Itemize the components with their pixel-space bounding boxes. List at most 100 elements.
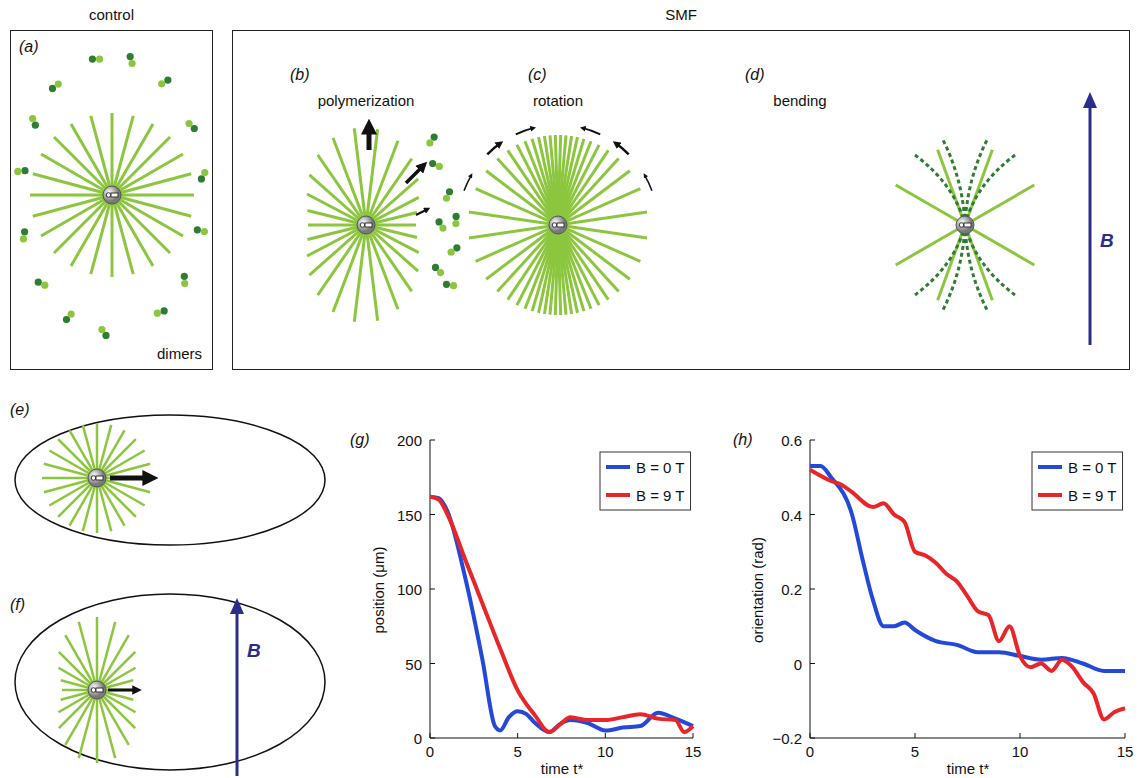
- microtubule: [558, 212, 647, 225]
- rotation-arrow: [582, 128, 600, 134]
- microtubule: [91, 116, 112, 195]
- rotation-arrow: [615, 143, 628, 154]
- centrosome: [88, 681, 106, 699]
- legend-text: B = 9 T: [1068, 488, 1117, 503]
- centrosome: [549, 216, 567, 234]
- dimer: [32, 122, 39, 129]
- dimer: [181, 280, 188, 287]
- dimer: [426, 139, 433, 146]
- panel-heading: control: [11, 7, 212, 22]
- rotation-arrow: [516, 128, 534, 134]
- panel-label: (h): [733, 432, 753, 448]
- axis-label: 50: [405, 656, 422, 671]
- axis-label: 15: [1117, 744, 1134, 759]
- rotation-arrow: [645, 175, 652, 191]
- microtubule: [896, 185, 965, 225]
- microtubule: [112, 174, 191, 195]
- panel-label: (d): [745, 67, 765, 83]
- axis-label: rotation: [533, 93, 583, 108]
- field-label: B: [247, 641, 261, 660]
- panel-frame: control(a)dimers: [10, 30, 213, 370]
- panel-label: (c): [528, 67, 547, 83]
- dimer: [198, 175, 205, 182]
- dimer: [435, 218, 442, 225]
- legend-swatch: [1038, 465, 1062, 469]
- cell-outline: [15, 415, 325, 545]
- axis-label: 0: [794, 656, 802, 671]
- axis-label: 5: [911, 744, 919, 759]
- dimer: [453, 244, 460, 251]
- motion-arrow: [406, 165, 424, 183]
- dimer: [14, 168, 21, 175]
- axis-label: 0.4: [781, 507, 802, 522]
- panel-text: (a): [19, 39, 39, 55]
- dimer: [96, 55, 103, 62]
- microtubule: [896, 225, 965, 265]
- dimer: [164, 77, 171, 84]
- microtubule: [965, 225, 1034, 265]
- centrosome: [357, 216, 375, 234]
- panel-label: (g): [350, 432, 370, 448]
- dimer: [185, 120, 192, 127]
- dimer: [201, 228, 208, 235]
- axis-label: 10: [597, 744, 614, 759]
- axis-label: 100: [397, 582, 422, 597]
- axis-label: 0: [426, 744, 434, 759]
- figure-art: [14, 53, 1125, 776]
- axis-label: 15: [685, 744, 702, 759]
- axis-label: −0.2: [772, 731, 802, 746]
- bent-microtubule: [965, 225, 987, 310]
- dimer: [432, 264, 439, 271]
- microtubule: [544, 136, 558, 225]
- panel-heading: SMF: [233, 7, 1129, 22]
- dimer: [89, 55, 96, 62]
- microtubule: [111, 195, 114, 277]
- bent-microtubule: [943, 225, 965, 310]
- field-arrowhead: [230, 598, 244, 614]
- cell-outline: [15, 594, 325, 770]
- motion-arrow: [367, 125, 372, 150]
- dimer: [453, 213, 460, 220]
- microtubule: [497, 225, 558, 291]
- dimer: [450, 282, 457, 289]
- dimer: [154, 310, 161, 317]
- rotation-arrow: [487, 143, 500, 154]
- microtubule: [965, 185, 1034, 225]
- centrosome: [103, 186, 121, 204]
- microtubule: [558, 225, 572, 314]
- motion-arrow: [416, 209, 428, 215]
- legend-swatch: [1038, 493, 1062, 497]
- bent-microtubule: [915, 155, 965, 225]
- dimer: [446, 188, 453, 195]
- microtubule: [96, 617, 99, 690]
- axis-label: 5: [513, 744, 521, 759]
- bent-microtubule: [915, 225, 965, 295]
- centrosome: [956, 216, 974, 234]
- chart-axes: [430, 440, 693, 738]
- dimer: [437, 269, 444, 276]
- dimer: [128, 60, 135, 67]
- motion-arrow: [108, 689, 138, 692]
- dimer: [127, 53, 134, 60]
- dimer: [443, 281, 450, 288]
- dimer: [181, 273, 188, 280]
- microtubule: [558, 159, 619, 225]
- microtubule: [97, 690, 129, 745]
- dimer: [20, 235, 27, 242]
- field-label: B: [1100, 231, 1114, 250]
- legend-swatch: [606, 465, 630, 469]
- dimer: [55, 80, 62, 87]
- axis-label: 0.6: [781, 433, 802, 448]
- panel-text: dimers: [157, 346, 202, 361]
- axis-label: 0: [806, 744, 814, 759]
- axis-label: 200: [397, 433, 422, 448]
- bent-microtubule: [943, 140, 965, 225]
- microtubule: [366, 225, 378, 321]
- axis-label: time t*: [541, 761, 584, 776]
- axis-title: position (μm): [371, 547, 386, 634]
- microtubule: [71, 124, 112, 195]
- dimer: [191, 125, 198, 132]
- microtubule: [469, 225, 558, 238]
- bent-microtubule: [965, 140, 987, 225]
